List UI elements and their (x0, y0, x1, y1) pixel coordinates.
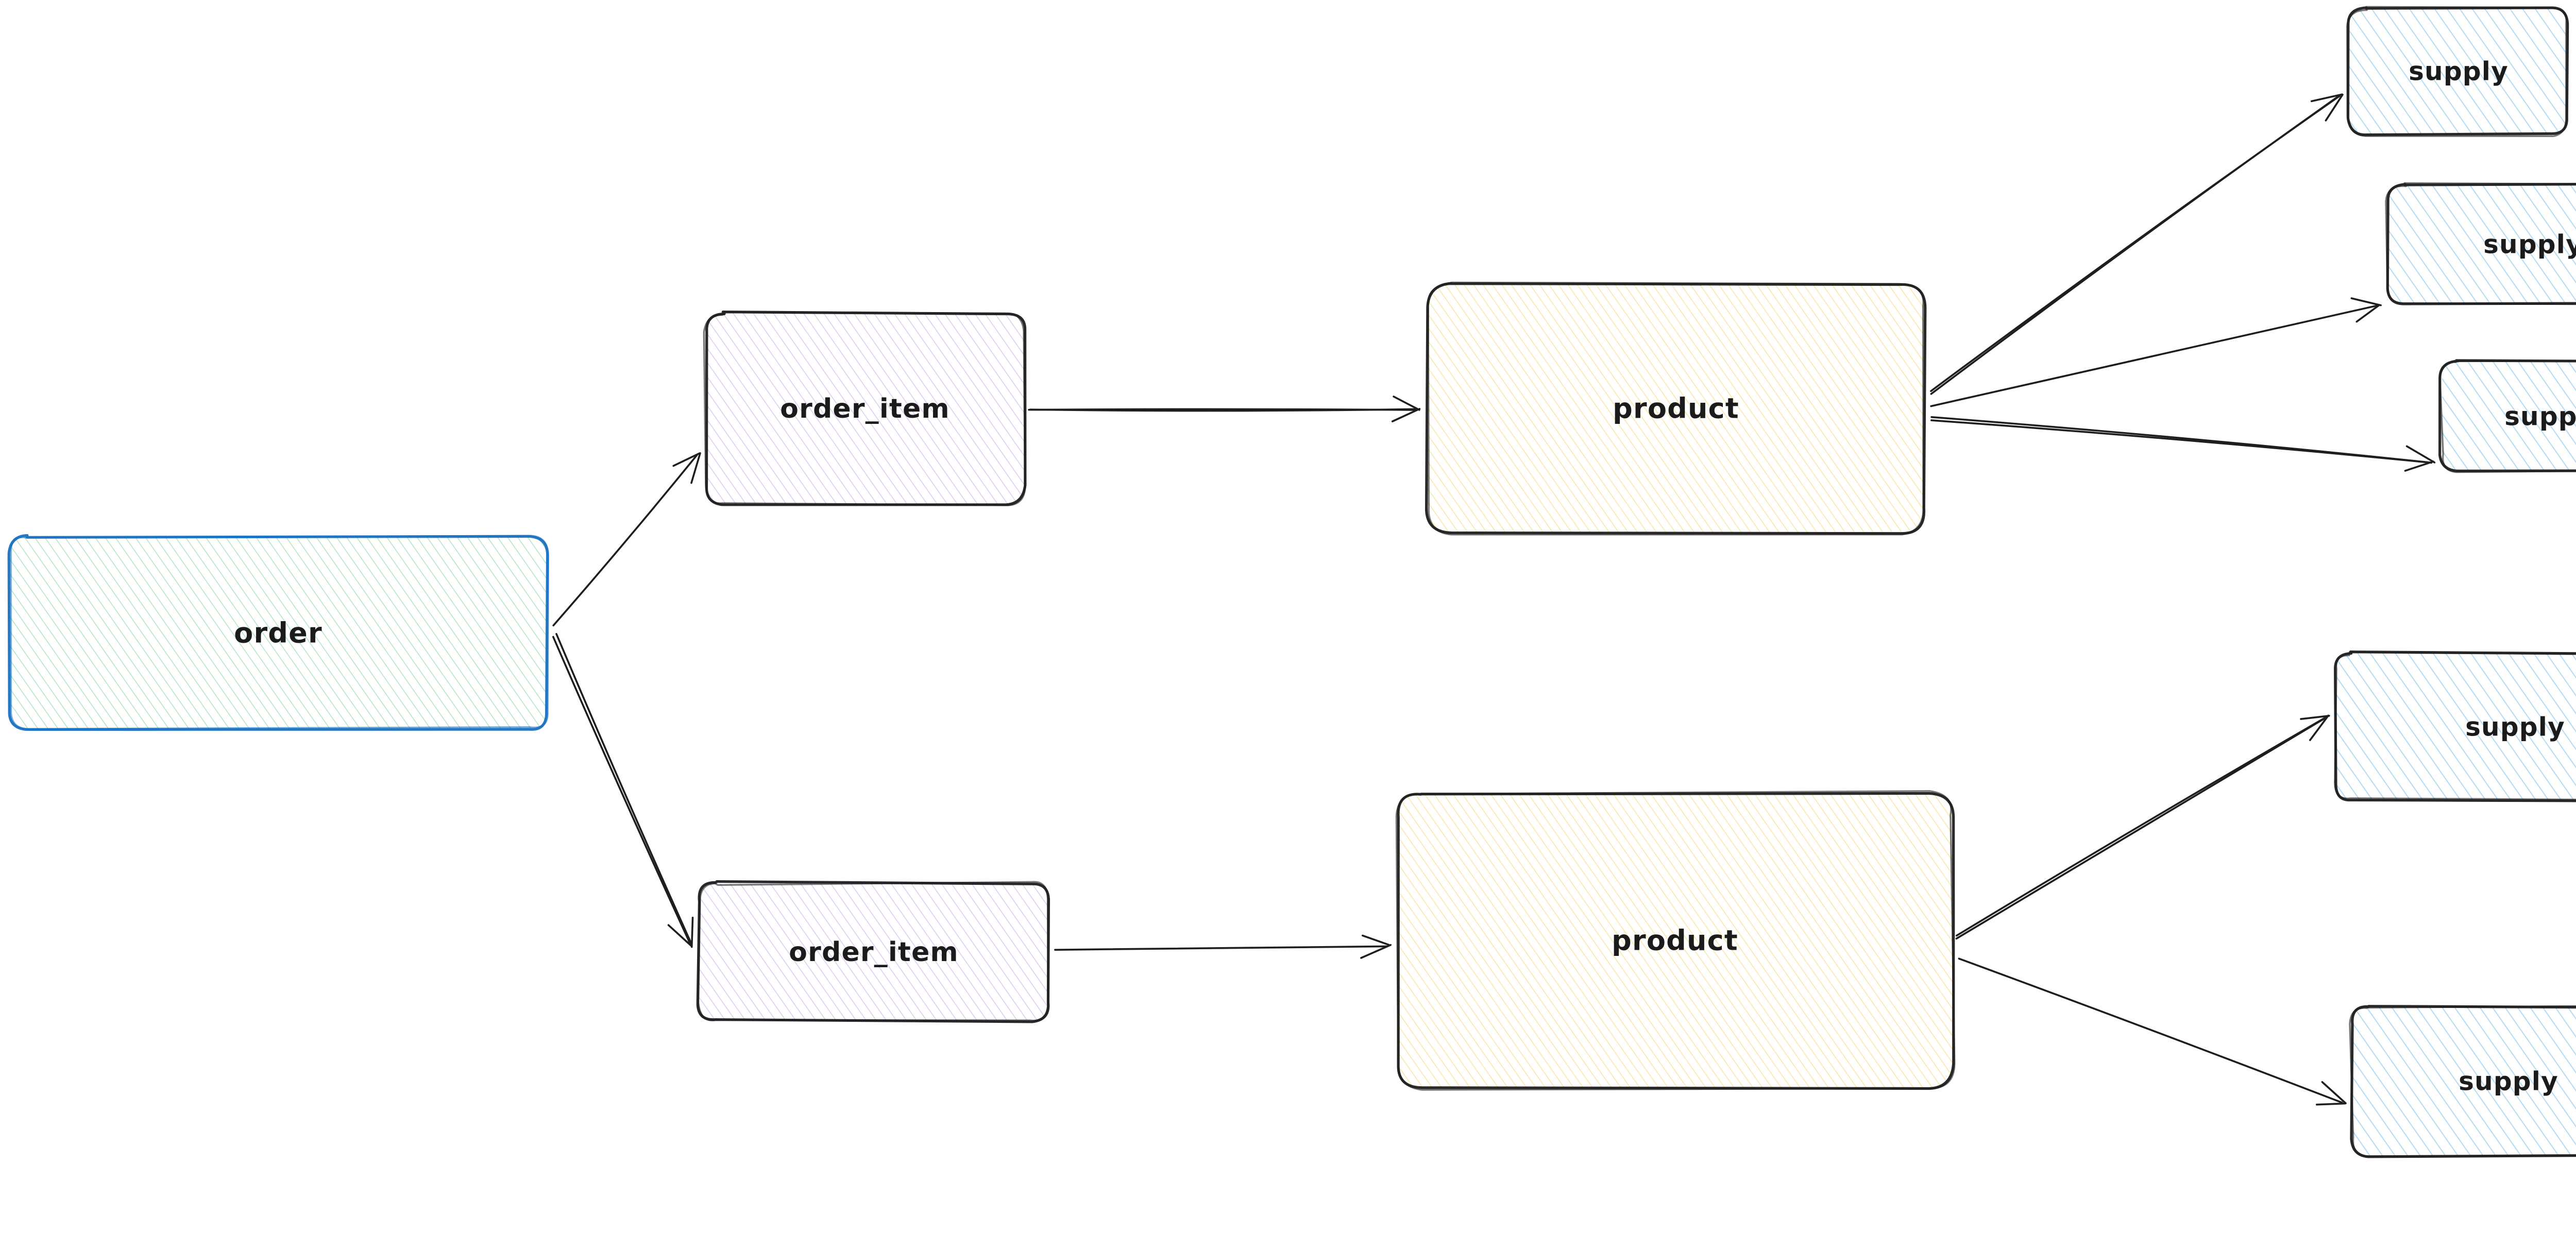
edge-line (1054, 945, 1388, 951)
node-fill (1397, 792, 1954, 1088)
node-outline (2349, 1005, 2576, 1157)
edge-order_item_2-to-product_2[interactable] (1054, 934, 1392, 959)
node-layer: orderorder_itemorder_itemproductproducts… (7, 6, 2576, 1158)
node-product_2[interactable]: product (1395, 790, 1956, 1091)
node-supply_2[interactable]: supply (2385, 182, 2576, 305)
edge-product_1-to-supply_2[interactable] (1930, 297, 2382, 407)
node-outline (1427, 281, 1924, 536)
edge-line (552, 636, 692, 946)
node-fill (1427, 283, 1924, 534)
edge-line (1930, 94, 2341, 395)
node-supply_3[interactable]: supply (2438, 359, 2576, 473)
arrowhead-barb-0 (2300, 714, 2330, 720)
edge-line (1930, 416, 2433, 464)
arrowhead-barb-0 (2405, 445, 2436, 464)
node-fill (2387, 184, 2576, 304)
edge-product_2-to-supply_5[interactable] (1958, 957, 2347, 1106)
node-outline (2385, 182, 2576, 305)
edge-line (1955, 716, 2327, 940)
node-product_1[interactable]: product (1425, 281, 1927, 536)
arrowhead-barb-1 (667, 924, 692, 947)
arrowhead-barb-0 (2310, 93, 2343, 102)
arrowhead-barb-1 (2325, 93, 2344, 122)
edge-product_2-to-supply_4[interactable] (1955, 714, 2330, 940)
node-label-product_1: product (1613, 392, 1739, 425)
node-outline (2334, 651, 2576, 801)
node-order[interactable]: order (7, 534, 549, 731)
node-supply_4[interactable]: supply (2333, 650, 2576, 802)
node-label-order_item_2: order_item (789, 937, 959, 968)
node-outline (697, 881, 1049, 1022)
edge-order_item_1-to-product_1[interactable] (1028, 396, 1421, 422)
node-outline (2346, 6, 2567, 138)
node-fill (705, 312, 1025, 505)
node-label-product_2: product (1612, 924, 1738, 957)
node-fill (2334, 653, 2576, 801)
node-label-supply_2: supply (2483, 230, 2576, 260)
node-label-order_item_1: order_item (780, 393, 950, 424)
arrowhead-barb-0 (672, 452, 701, 467)
node-fill (698, 883, 1050, 1020)
arrowhead-barb-1 (2309, 714, 2330, 741)
edge-line (1955, 716, 2328, 937)
node-label-supply_3: supply (2504, 402, 2576, 432)
node-fill (2442, 361, 2576, 471)
arrowhead-barb-0 (2350, 297, 2382, 306)
arrowhead-barb-1 (690, 452, 701, 484)
node-supply_1[interactable]: supply (2346, 6, 2569, 138)
node-outline (703, 311, 1026, 506)
arrowhead-barb-1 (2355, 304, 2380, 323)
arrowhead-barb-1 (1391, 408, 1421, 422)
arrowhead-barb-0 (2321, 1081, 2347, 1104)
node-label-supply_4: supply (2465, 712, 2565, 742)
arrowhead-barb-0 (1393, 396, 1420, 411)
edge-product_1-to-supply_1[interactable] (1930, 93, 2344, 395)
arrowhead-barb-1 (2315, 1102, 2346, 1106)
edge-order-to-order_item_2[interactable] (552, 633, 694, 948)
arrowhead-barb-1 (1360, 944, 1392, 959)
edge-line (1930, 304, 2378, 407)
node-outline (10, 535, 549, 730)
edge-line (552, 454, 698, 627)
node-order_item_2[interactable]: order_item (696, 880, 1050, 1023)
edge-product_1-to-supply_3[interactable] (1930, 416, 2436, 472)
node-fill (8, 535, 548, 729)
node-label-supply_1: supply (2409, 57, 2509, 87)
edge-order-to-order_item_1[interactable] (552, 452, 701, 627)
edge-line (1028, 408, 1418, 411)
node-outline (1395, 790, 1956, 1091)
node-outline (2439, 359, 2576, 473)
edge-layer (552, 93, 2436, 1106)
arrowhead-barb-1 (2404, 460, 2434, 472)
arrowhead-barb-0 (690, 916, 694, 948)
edge-line (1930, 419, 2432, 464)
node-order_item_1[interactable]: order_item (703, 311, 1027, 506)
node-label-supply_5: supply (2459, 1067, 2558, 1097)
node-fill (2350, 1005, 2576, 1157)
node-label-order: order (234, 617, 323, 649)
node-supply_5[interactable]: supply (2349, 1005, 2576, 1158)
node-fill (2349, 8, 2568, 135)
arrowhead-barb-0 (1361, 934, 1391, 946)
edge-line (1958, 957, 2343, 1104)
edge-line (555, 633, 692, 945)
